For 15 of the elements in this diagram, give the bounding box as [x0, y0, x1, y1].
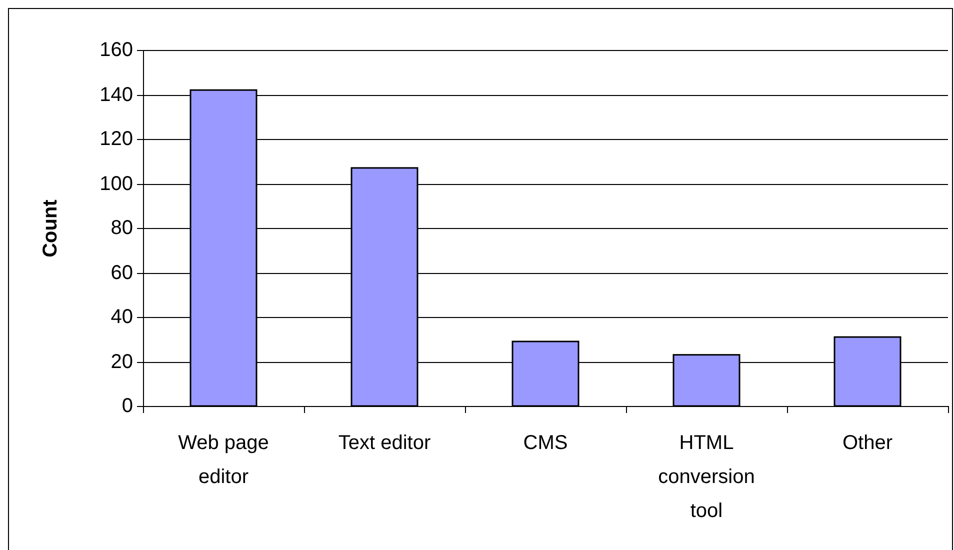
axis-tick-label: 40: [110, 306, 133, 328]
axis-tick-label: 80: [110, 216, 133, 240]
category-label: Other: [841, 431, 894, 456]
axis-tick-label: 100: [98, 172, 133, 196]
category-label: Web page editor: [177, 431, 270, 490]
axis-title: Count: [39, 200, 62, 258]
category-label: Text editor: [337, 431, 432, 456]
axis-tick-label: 0: [120, 394, 133, 418]
category-label: HTML conversion tool: [657, 431, 756, 524]
axis-tick-label: 140: [98, 84, 133, 106]
category-label: CMS: [522, 431, 569, 456]
axis-tick-label: 120: [98, 128, 133, 150]
axis-tick-label: 160: [98, 38, 133, 62]
axis-tick-label: 20: [110, 350, 133, 374]
axis-tick-label: 60: [110, 262, 133, 284]
